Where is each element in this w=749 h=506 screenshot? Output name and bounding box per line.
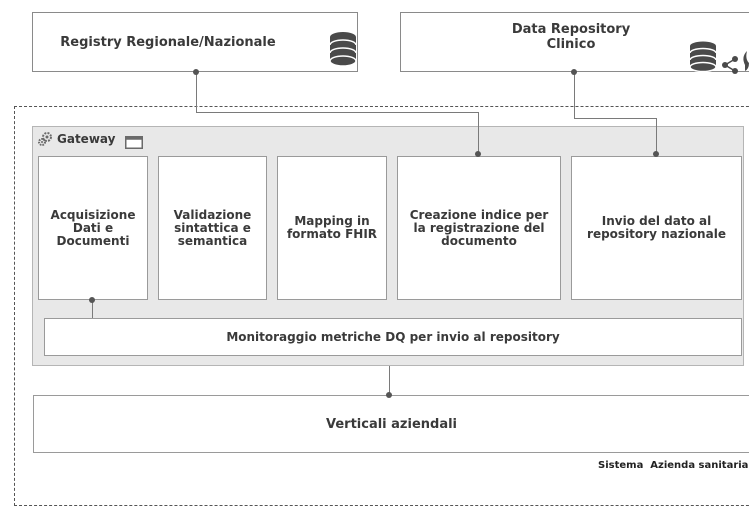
connector-dot-verticali bbox=[386, 392, 392, 398]
data-repository-label-line1: Data Repository bbox=[511, 22, 631, 37]
registry-label: Registry Regionale/Nazionale bbox=[60, 34, 276, 50]
connector-dot-acquisizione bbox=[89, 297, 95, 303]
connector-dot-registry bbox=[193, 69, 199, 75]
database-share-icon bbox=[689, 41, 749, 79]
connector-registry-across bbox=[196, 112, 478, 113]
connector-repository-to-invio bbox=[656, 118, 657, 154]
step-validazione: Validazione sintattica e semantica bbox=[158, 156, 267, 300]
connector-registry-to-indice bbox=[478, 112, 479, 154]
connector-dot-indice bbox=[475, 151, 481, 157]
connector-repository-across bbox=[574, 118, 656, 119]
gateway-title: Gateway bbox=[57, 132, 116, 146]
connector-acquisizione-monitor bbox=[92, 300, 93, 318]
gears-icon bbox=[37, 131, 53, 151]
data-repository-box: Data Repository Clinico bbox=[400, 12, 749, 74]
step-invio-dato: Invio del dato al repository nazionale bbox=[571, 156, 742, 300]
registry-box: Registry Regionale/Nazionale bbox=[32, 12, 358, 72]
sistema-label: Sistema Azienda sanitaria bbox=[598, 460, 749, 471]
data-repository-label: Data Repository Clinico bbox=[461, 19, 681, 55]
step-creazione-indice: Creazione indice per la registrazione de… bbox=[397, 156, 561, 300]
connector-gateway-verticali bbox=[389, 366, 390, 395]
connector-dot-invio bbox=[653, 151, 659, 157]
connector-dot-repository bbox=[571, 69, 577, 75]
connector-registry-down bbox=[196, 72, 197, 112]
connector-repository-down bbox=[574, 72, 575, 118]
verticali-aziendali-box: Verticali aziendali bbox=[33, 395, 749, 453]
step-acquisizione: Acquisizione Dati e Documenti bbox=[38, 156, 148, 300]
database-icon bbox=[329, 31, 357, 71]
data-repository-label-line2: Clinico bbox=[546, 37, 596, 52]
monitoraggio-bar: Monitoraggio metriche DQ per invio al re… bbox=[44, 318, 742, 356]
step-mapping: Mapping in formato FHIR bbox=[277, 156, 387, 300]
window-icon bbox=[125, 134, 143, 153]
